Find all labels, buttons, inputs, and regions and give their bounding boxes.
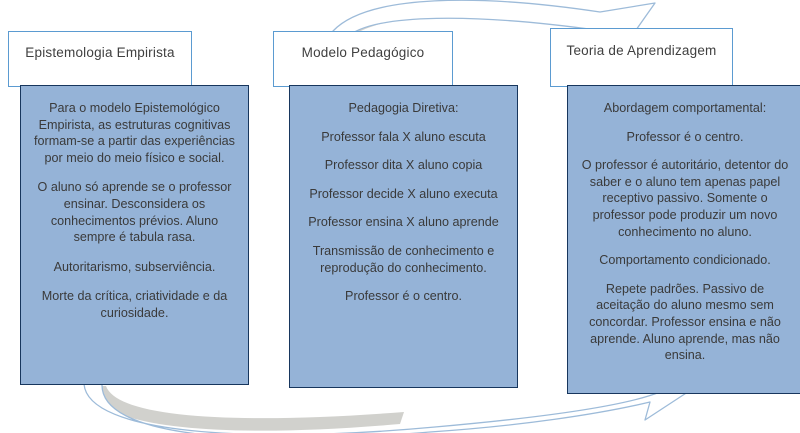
paragraph: Professor é o centro. bbox=[626, 129, 744, 144]
paragraph: Pedagogia Diretiva: bbox=[348, 101, 459, 115]
curved-arrow-bottom-shadow bbox=[88, 386, 404, 431]
paragraph: Repete padrões. Passivo de aceitação do … bbox=[589, 281, 781, 363]
paragraph: Professor decide X aluno executa bbox=[309, 186, 498, 201]
content-box-epistemologia-empirista: Para o modelo Epistemológico Empirista, … bbox=[20, 85, 249, 385]
paragraph: Professor ensina X aluno aprende bbox=[308, 215, 499, 230]
title-frame-teoria-de-aprendizagem: Teoria de Aprendizagem bbox=[550, 28, 733, 87]
column-title-modelo-pedagogico: Modelo Pedagógico bbox=[301, 45, 425, 60]
paragraph: Para o modelo Epistemológico Empirista, … bbox=[34, 101, 235, 165]
title-frame-epistemologia-empirista: Epistemologia Empirista bbox=[8, 31, 192, 87]
content-box-teoria-de-aprendizagem: Abordagem comportamental: Professor é o … bbox=[567, 85, 800, 394]
paragraph: O aluno só aprende se o professor ensina… bbox=[37, 180, 232, 245]
paragraph: Morte da crítica, criatividade e da curi… bbox=[41, 289, 228, 321]
column-title-teoria-de-aprendizagem: Teoria de Aprendizagem bbox=[566, 43, 717, 58]
paragraph: Professor dita X aluno copia bbox=[324, 158, 483, 173]
paragraph: O professor é autoritário, detentor do s… bbox=[581, 158, 789, 239]
title-frame-modelo-pedagogico: Modelo Pedagógico bbox=[273, 31, 453, 87]
paragraph: Comportamento condicionado. bbox=[599, 253, 771, 268]
paragraph: Autoritarismo, subserviência. bbox=[53, 259, 216, 274]
content-box-modelo-pedagogico: Pedagogia Diretiva: Professor fala X alu… bbox=[289, 85, 518, 388]
column-title-epistemologia-empirista: Epistemologia Empirista bbox=[25, 45, 175, 60]
paragraph: Professor é o centro. bbox=[345, 289, 462, 304]
paragraph: Abordagem comportamental: bbox=[603, 101, 767, 115]
paragraph: Professor fala X aluno escuta bbox=[321, 129, 486, 144]
paragraph: Transmissão de conhecimento e reprodução… bbox=[312, 244, 495, 275]
